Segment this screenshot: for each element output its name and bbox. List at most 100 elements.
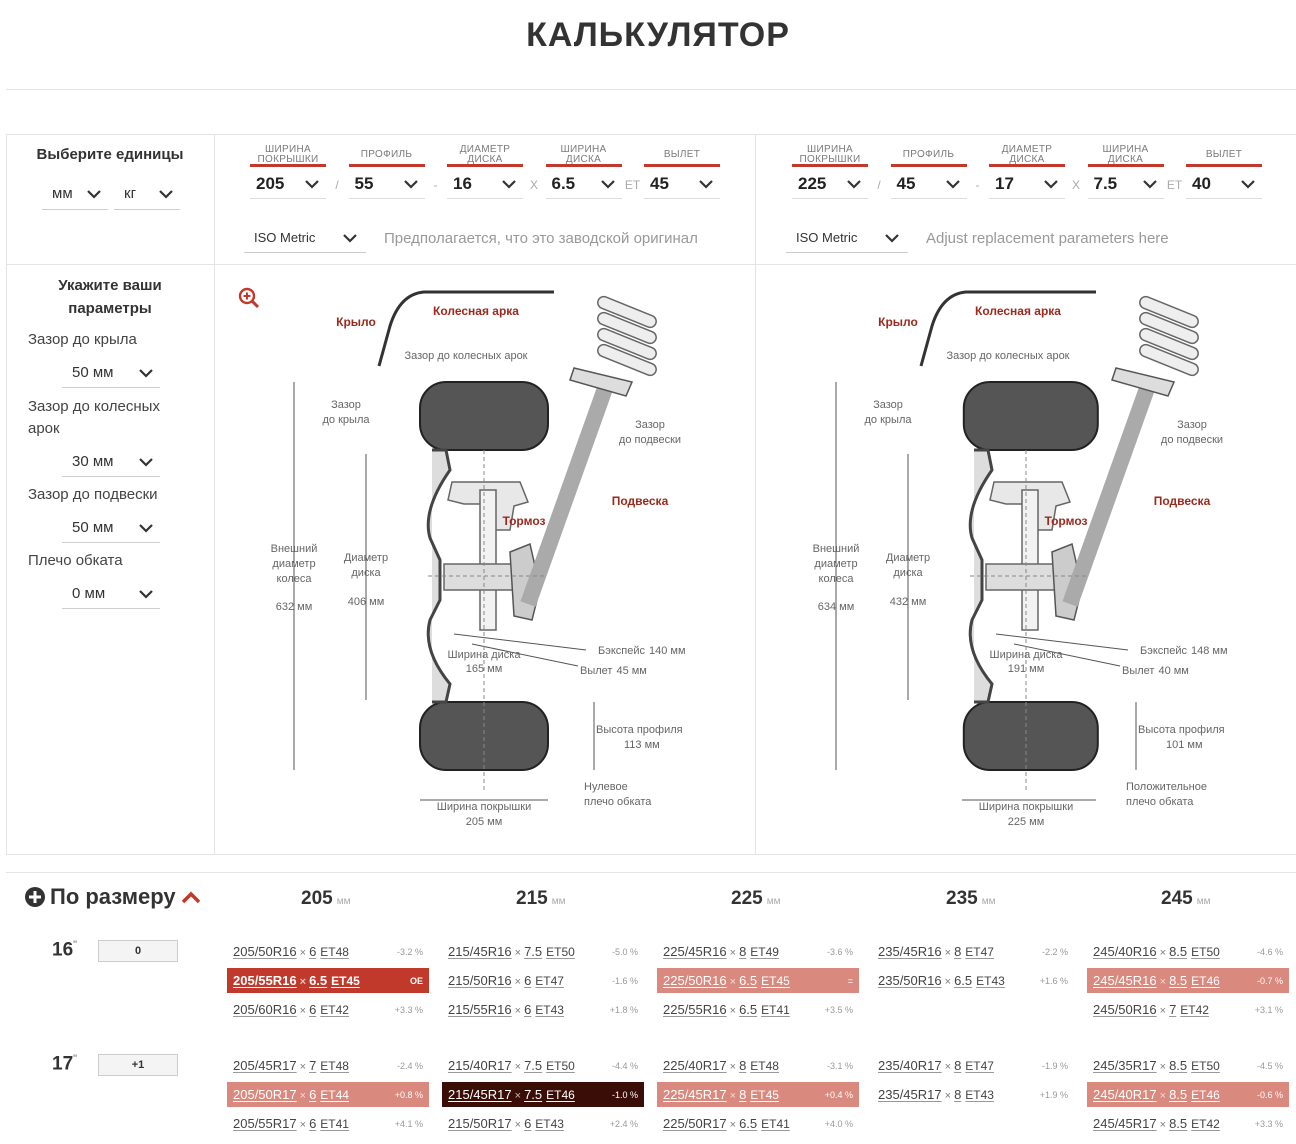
rim-width: 8 — [954, 1087, 962, 1102]
fender-gap-select[interactable]: 50 мм — [62, 358, 160, 388]
title-divider — [6, 89, 1296, 90]
standard-select[interactable]: ISO Metric — [244, 223, 366, 253]
rim-width-select[interactable]: 7.5 — [1087, 169, 1164, 199]
suspension-gap-select[interactable]: 50 мм — [62, 513, 160, 543]
rim-diameter-value: 16 — [453, 173, 472, 193]
times-sign: × — [1159, 947, 1167, 959]
column-width-value: 225 — [731, 888, 763, 909]
times-sign: × — [514, 947, 522, 959]
column-width-value: 215 — [516, 888, 548, 909]
diameter-difference: +4.0 % — [824, 1118, 853, 1129]
scrub-radius-select[interactable]: 0 мм — [62, 579, 160, 609]
rim-width: 6.5 — [954, 973, 973, 988]
tire-size: 245/50R16 — [1093, 1002, 1157, 1017]
profile-select[interactable]: 45 — [890, 169, 967, 199]
tire-width-label-line: ПОКРЫШКИ — [257, 154, 319, 165]
times-sign: × — [729, 947, 737, 959]
rim-diameter-label: Диаметр — [886, 552, 930, 564]
fender-label: Крыло — [336, 315, 376, 329]
tire-bottom — [962, 701, 1099, 771]
tire-width-select[interactable]: 205 — [250, 169, 326, 199]
param-separator: - — [433, 178, 438, 192]
weight-unit-select[interactable]: кг — [114, 178, 180, 210]
frame-mid — [6, 264, 1296, 265]
zoom-in-icon[interactable] — [238, 287, 260, 309]
spring-coil — [1139, 327, 1199, 361]
by-size-title: По размеру — [50, 884, 176, 909]
outer-diameter-value: 632 мм — [276, 601, 313, 613]
chevron-down-icon — [600, 179, 615, 189]
tire-size: 245/35R17 — [1093, 1058, 1157, 1073]
arch-gap-select[interactable]: 30 мм — [62, 447, 160, 477]
diameter-difference: -5.0 % — [611, 946, 638, 957]
times-sign: × — [944, 1090, 952, 1102]
by-size-header[interactable]: По размеру — [24, 884, 202, 910]
diameter-difference: +1.6 % — [1039, 975, 1068, 986]
weight-unit-value: кг — [124, 185, 137, 202]
length-unit-select[interactable]: мм — [42, 178, 108, 210]
rim-offset: ET45 — [761, 974, 790, 988]
row-diameter: 16 — [52, 939, 74, 961]
rim-width-select[interactable]: 6.5 — [545, 169, 622, 199]
row-diameter-delta: 0 — [98, 940, 178, 962]
offset-select[interactable]: 40 — [1186, 169, 1262, 199]
rim-offset: ET46 — [1191, 974, 1220, 988]
rim-diameter-label-line: ДИСКА — [467, 154, 503, 165]
spring-coil — [597, 343, 657, 377]
suspension-strut — [1062, 377, 1158, 607]
rim-offset: ET49 — [750, 945, 779, 959]
tire-width-value: 225 — [798, 173, 827, 193]
offset-select[interactable]: 45 — [644, 169, 720, 199]
diameter-difference: +1.8 % — [609, 1004, 638, 1015]
arch-gap-label-line2: арок — [28, 420, 60, 437]
times-sign: × — [729, 1061, 737, 1073]
diameter-difference: -3.1 % — [826, 1060, 853, 1071]
brake-label: Тормоз — [503, 514, 546, 528]
rim-diameter-select[interactable]: 17 — [989, 169, 1065, 199]
row-diameter: 17 — [52, 1053, 74, 1075]
tire-size: 215/40R17 — [448, 1058, 512, 1073]
rim-diameter-select[interactable]: 16 — [447, 169, 523, 199]
diameter-difference: -4.5 % — [1256, 1060, 1283, 1071]
offset-label-text: Вылет — [580, 665, 612, 677]
rim-width: 6 — [309, 1116, 317, 1131]
standard-select[interactable]: ISO Metric — [786, 223, 908, 253]
tire-size: 235/40R17 — [878, 1058, 942, 1073]
profile-select[interactable]: 55 — [348, 169, 425, 199]
tire-width-select[interactable]: 225 — [792, 169, 868, 199]
